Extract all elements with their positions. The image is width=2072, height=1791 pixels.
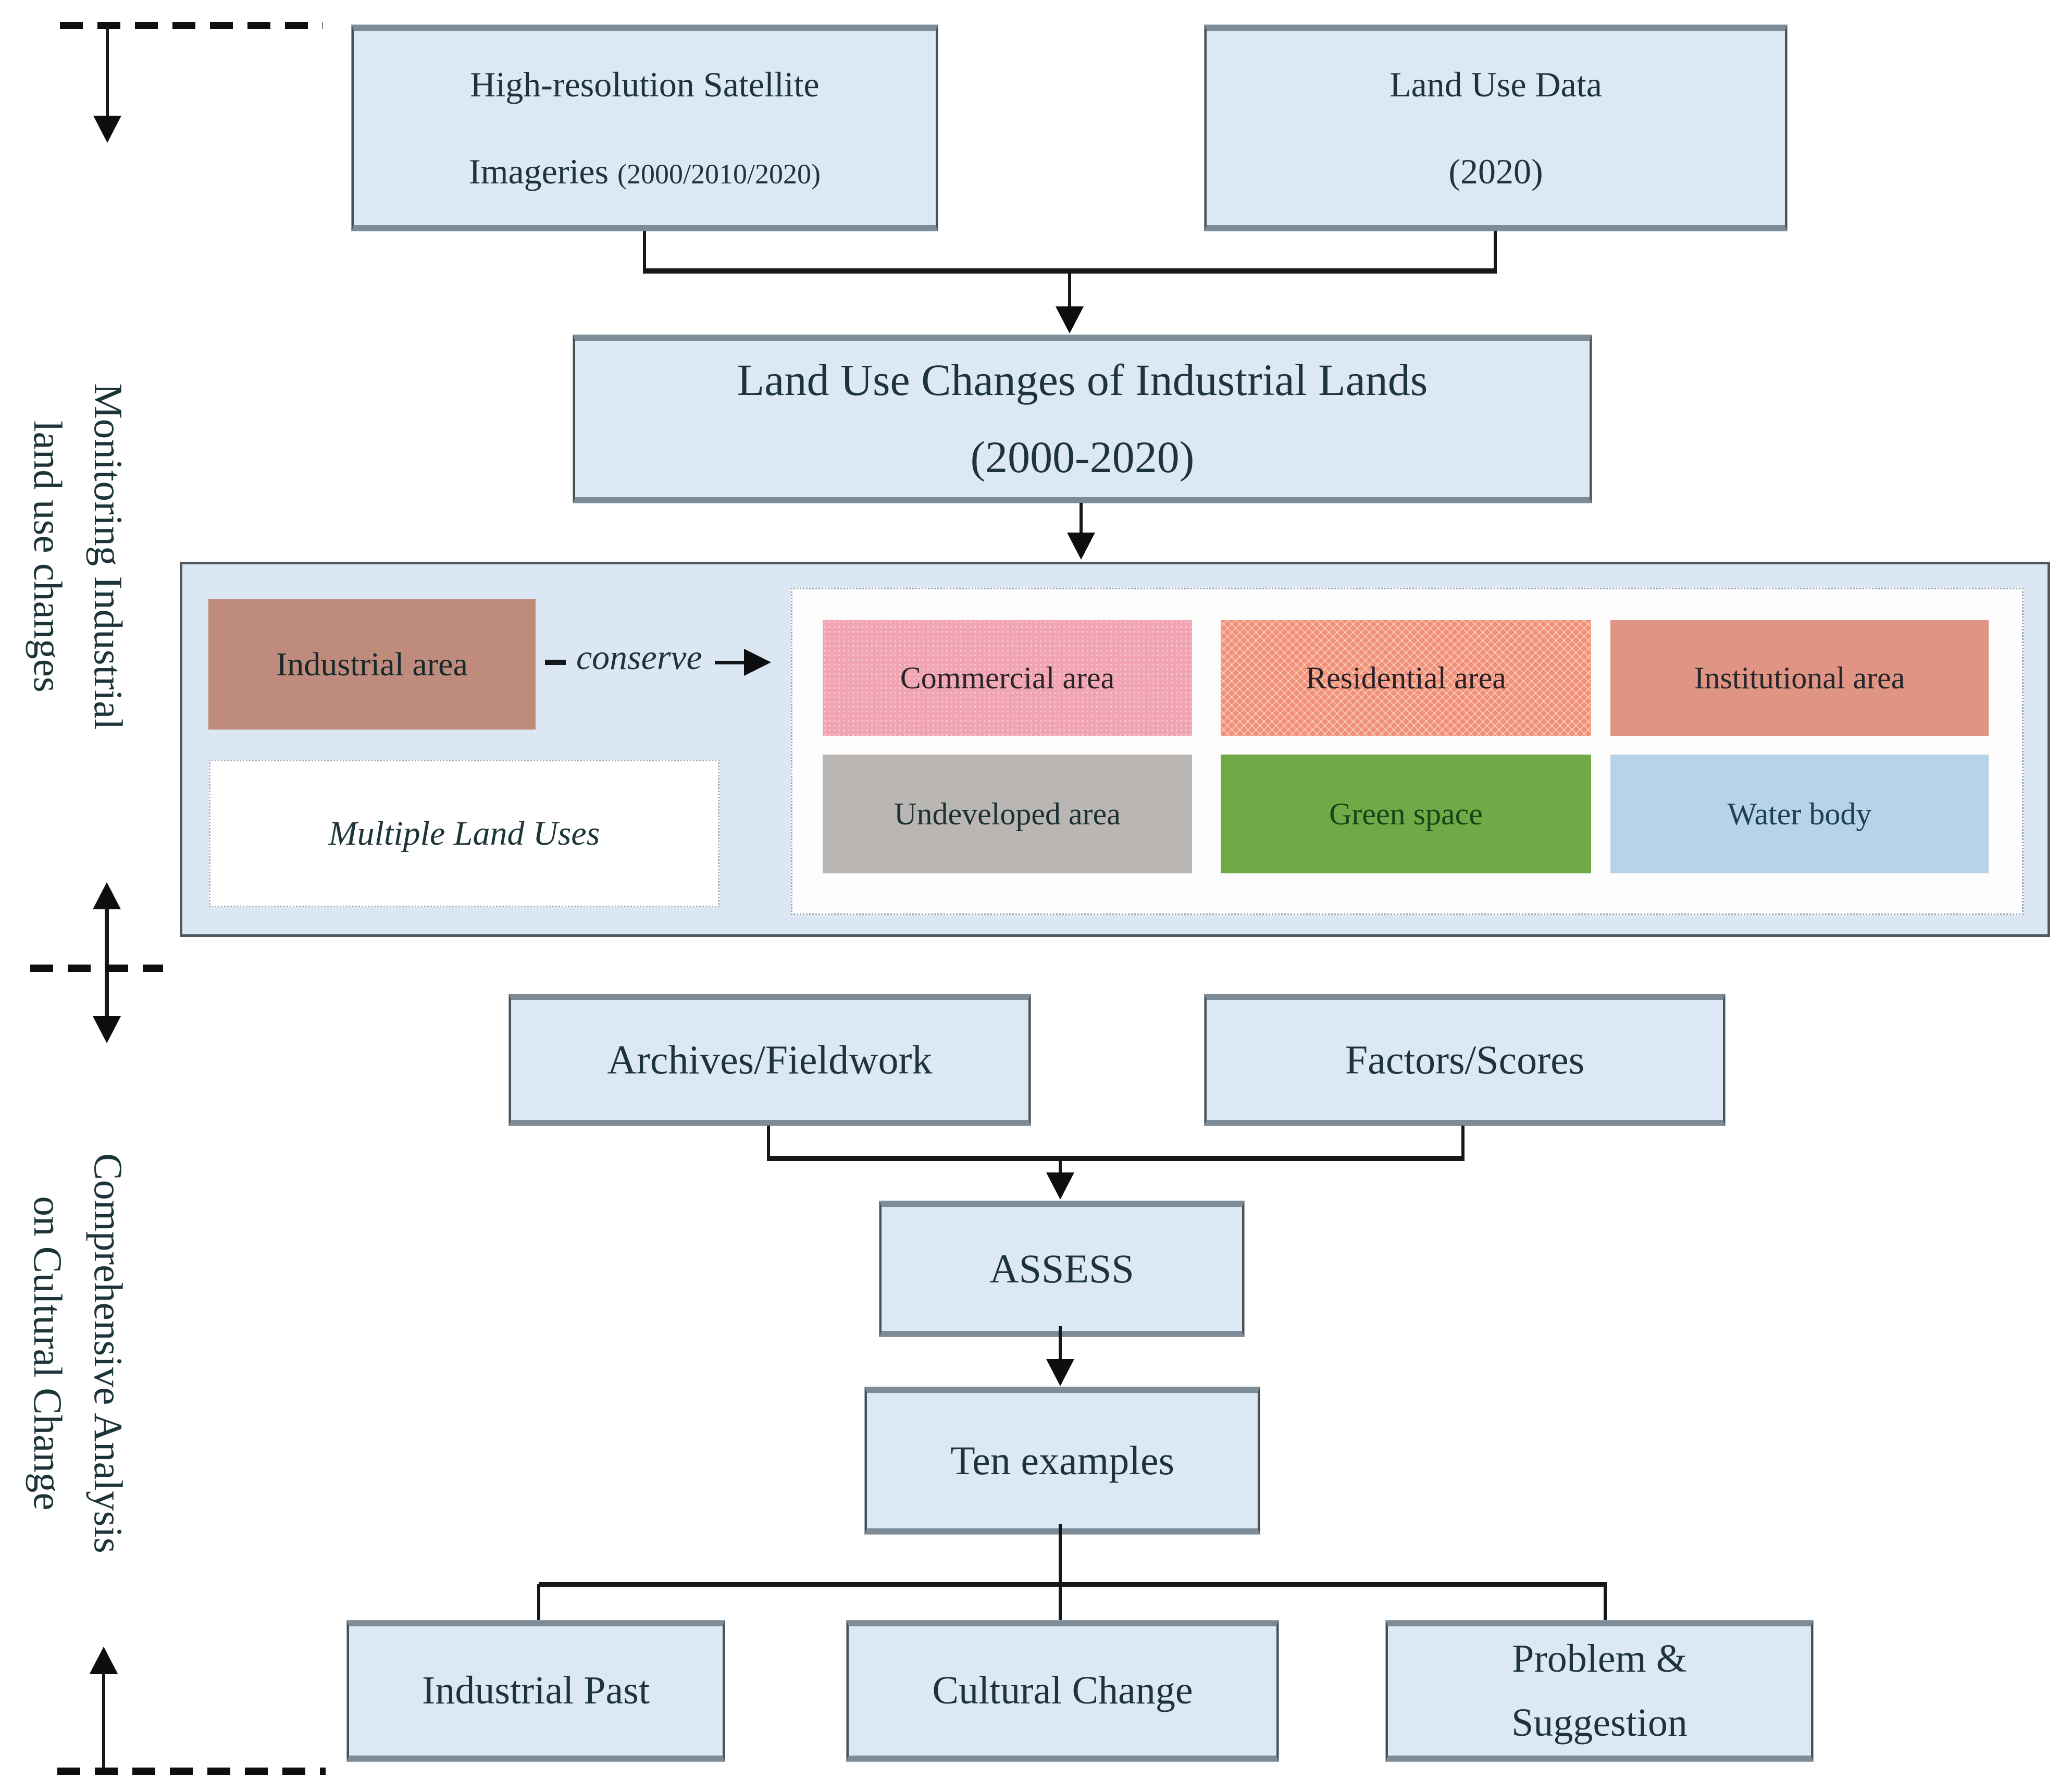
industrial-past-box: Industrial Past: [347, 1621, 725, 1761]
middle-dashed-divider: [30, 965, 163, 972]
top-dashed-divider: [60, 22, 323, 29]
cultural-change-label: Cultural Change: [932, 1669, 1193, 1713]
factors-scores-label: Factors/Scores: [1345, 1037, 1585, 1082]
cultural-change-box: Cultural Change: [847, 1621, 1279, 1761]
connector-satellite-down: [643, 231, 646, 273]
assess-label: ASSESS: [989, 1246, 1134, 1291]
connector-examples-down: [1059, 1524, 1062, 1586]
connector-to-problem-suggestion: [1604, 1584, 1607, 1622]
undeveloped-area-label: Undeveloped area: [894, 796, 1121, 831]
land-use-cell-green-space: Green space: [1221, 755, 1591, 873]
section1-start-arrow-stem: [106, 26, 109, 117]
conserve-arrow-stem: [715, 661, 749, 664]
section-divider-arrow-down-icon: [93, 1016, 121, 1043]
section1-label: Monitoring Industrial land use changes: [18, 254, 138, 859]
land-use-cell-commercial: Commercial area: [823, 620, 1192, 736]
satellite-box-line2-years: (2000/2010/2020): [617, 158, 821, 190]
section2-label: Comprehensive Analysis on Cultural Chang…: [18, 1090, 138, 1616]
land-use-cell-water-body: Water body: [1610, 755, 1989, 873]
satellite-box-line2-main: Imageries: [468, 151, 618, 191]
industrial-area-label: Industrial area: [276, 646, 468, 683]
section2-label-line1: Comprehensive Analysis: [86, 1153, 131, 1553]
connector-to-industrial-past: [537, 1584, 540, 1622]
section1-label-line1: Monitoring Industrial: [86, 383, 131, 730]
section1-start-arrow-head-icon: [93, 116, 121, 143]
bottom-dashed-divider: [57, 1768, 326, 1775]
connector-to-changes-arrow-icon: [1056, 306, 1084, 334]
land-use-cell-residential: Residential area: [1221, 620, 1591, 736]
satellite-box-line1: High-resolution Satellite: [470, 64, 820, 104]
section1-label-line2: land use changes: [26, 421, 71, 693]
institutional-area-label: Institutional area: [1694, 660, 1905, 695]
assess-box: ASSESS: [879, 1201, 1244, 1337]
archives-fieldwork-box: Archives/Fieldwork: [509, 994, 1031, 1126]
commercial-area-label: Commercial area: [900, 660, 1115, 695]
connector-factors-down: [1461, 1126, 1465, 1161]
ten-examples-box: Ten examples: [865, 1387, 1260, 1534]
satellite-imageries-box: High-resolution Satellite Imageries (200…: [352, 25, 938, 231]
green-space-label: Green space: [1329, 796, 1483, 831]
water-body-label: Water body: [1727, 796, 1872, 831]
changes-box-line2: (2000-2020): [970, 432, 1195, 482]
connector-assess-to-examples-stem: [1059, 1326, 1062, 1362]
connector-to-assess-stem: [1059, 1161, 1062, 1176]
conserve-arrow-icon: [744, 649, 771, 676]
satellite-box-line2: Imageries (2000/2010/2020): [469, 128, 821, 215]
connector-landuse-down: [1494, 231, 1497, 273]
industrial-past-label: Industrial Past: [422, 1669, 650, 1713]
land-use-cell-undeveloped: Undeveloped area: [823, 755, 1192, 873]
industrial-area-box: Industrial area: [208, 599, 536, 730]
connector-to-changes-stem: [1068, 274, 1071, 309]
connector-top-merge: [643, 268, 1497, 274]
connector-to-assess-arrow-icon: [1046, 1172, 1074, 1200]
section2-end-arrow-head-icon: [90, 1647, 118, 1674]
archives-fieldwork-label: Archives/Fieldwork: [607, 1037, 933, 1082]
problem-suggestion-line1: Problem &: [1512, 1636, 1687, 1681]
conserve-label: conserve: [576, 637, 702, 677]
section-divider-arrow-stem: [105, 907, 109, 1019]
section-divider-arrow-up-icon: [93, 882, 121, 909]
connector-archives-down: [767, 1126, 770, 1161]
connector-mid-merge: [767, 1156, 1465, 1161]
multiple-land-uses-box: Multiple Land Uses: [209, 760, 719, 907]
problem-suggestion-line2: Suggestion: [1511, 1701, 1688, 1745]
land-use-data-box: Land Use Data (2020): [1205, 25, 1787, 231]
land-use-changes-box: Land Use Changes of Industrial Lands (20…: [573, 335, 1592, 503]
connector-assess-to-examples-arrow-icon: [1046, 1359, 1074, 1386]
section2-end-arrow-stem: [102, 1672, 105, 1772]
land-use-data-line2: (2020): [1448, 151, 1543, 191]
factors-scores-box: Factors/Scores: [1205, 994, 1725, 1126]
conserve-dash: [545, 660, 566, 665]
problem-suggestion-box: Problem & Suggestion: [1386, 1621, 1813, 1761]
residential-area-label: Residential area: [1306, 660, 1506, 695]
connector-changes-to-panel-stem: [1080, 503, 1083, 535]
land-use-data-line1: Land Use Data: [1389, 64, 1602, 104]
changes-box-line1: Land Use Changes of Industrial Lands: [737, 355, 1428, 405]
land-use-cell-institutional: Institutional area: [1610, 620, 1989, 736]
connector-to-cultural-change: [1059, 1584, 1062, 1622]
ten-examples-label: Ten examples: [950, 1438, 1174, 1483]
multiple-land-uses-label: Multiple Land Uses: [328, 814, 600, 853]
connector-bottom-spreader: [539, 1582, 1607, 1587]
section2-label-line2: on Cultural Change: [26, 1196, 71, 1511]
connector-changes-to-panel-arrow-icon: [1067, 533, 1095, 560]
